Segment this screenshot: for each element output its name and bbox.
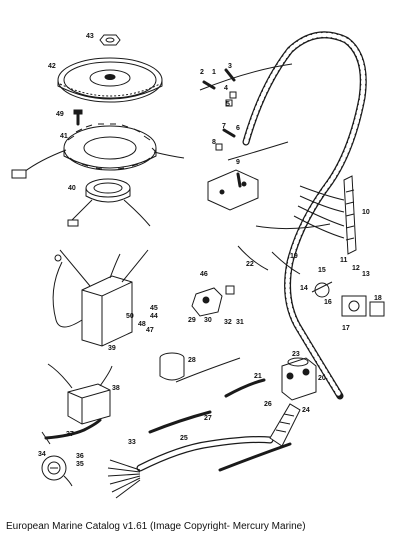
label-44: 44 [150,313,158,320]
label-29: 29 [188,317,196,324]
label-15: 15 [318,267,326,274]
label-40: 40 [68,185,76,192]
label-14: 14 [300,285,308,292]
label-13: 13 [362,271,370,278]
ignition-coil [47,363,113,425]
label-49: 49 [56,111,64,118]
label-47: 47 [146,327,154,334]
harness-plug [107,403,301,499]
label-7: 7 [222,123,226,130]
label-4: 4 [224,85,228,92]
label-41: 41 [60,133,68,140]
label-1: 1 [212,69,216,76]
lanyard-switch [341,295,385,317]
label-2: 2 [200,69,204,76]
spark-plug-lead [41,418,102,445]
label-23: 23 [292,351,300,358]
label-32: 32 [224,319,232,326]
ignition-switch [41,455,73,487]
label-27: 27 [204,415,212,422]
label-31: 31 [236,319,244,326]
label-42: 42 [48,63,56,70]
starter-solenoid [281,357,317,401]
label-6: 6 [236,125,240,132]
label-33: 33 [128,439,136,446]
label-16: 16 [324,299,332,306]
switch-box [52,249,149,347]
label-39: 39 [108,345,116,352]
label-3: 3 [228,63,232,70]
terminal-bolts [202,68,242,188]
label-48: 48 [138,321,146,328]
stator-screw [73,109,83,126]
label-43: 43 [86,33,94,40]
label-36: 36 [76,453,84,460]
label-18: 18 [374,295,382,302]
label-10: 10 [362,209,370,216]
flywheel [57,57,163,103]
label-37: 37 [66,431,74,438]
choke-assembly [191,285,235,317]
label-45: 45 [150,305,158,312]
key-switch [311,281,333,298]
label-20: 20 [318,375,326,382]
label-22: 22 [246,261,254,268]
trigger [67,178,151,227]
label-46: 46 [200,271,208,278]
label-17: 17 [342,325,350,332]
label-8: 8 [212,139,216,146]
label-9: 9 [236,159,240,166]
label-25: 25 [180,435,188,442]
part-labels: 1 2 3 4 5 6 7 8 9 10 11 12 13 14 15 16 1… [38,33,382,468]
image-caption: European Marine Catalog v1.61 (Image Cop… [6,521,306,532]
label-24: 24 [302,407,310,414]
stator [11,123,185,179]
label-12: 12 [352,265,360,272]
battery-cables [136,378,292,472]
label-5: 5 [226,101,230,108]
label-50: 50 [126,313,134,320]
label-26: 26 [264,401,272,408]
label-19: 19 [290,253,298,260]
label-34: 34 [38,451,46,458]
label-30: 30 [204,317,212,324]
terminal-block [343,175,357,255]
label-21: 21 [254,373,262,380]
label-11: 11 [340,257,348,264]
rectifier [159,352,241,383]
label-28: 28 [188,357,196,364]
label-38: 38 [112,385,120,392]
flywheel-nut [99,34,121,46]
mounting-bracket [207,169,259,211]
label-35: 35 [76,461,84,468]
